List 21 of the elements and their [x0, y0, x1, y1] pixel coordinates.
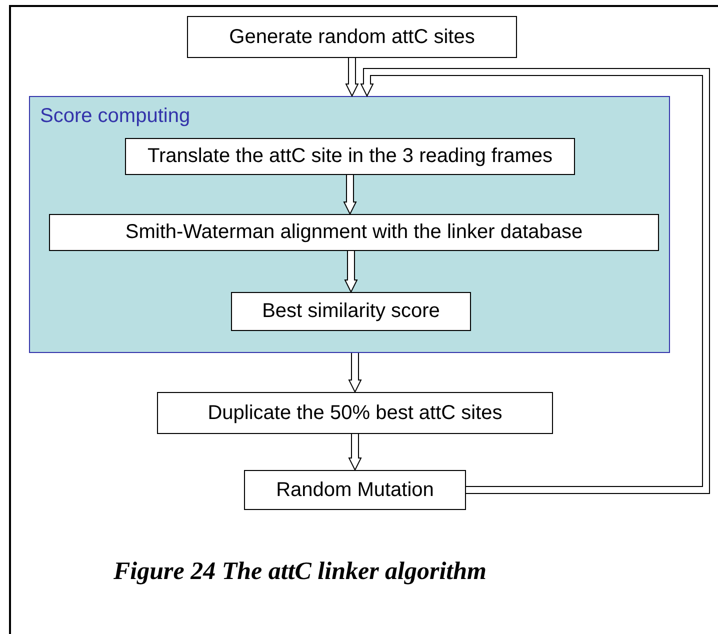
step-text: Duplicate the 50% best attC sites: [208, 402, 502, 424]
process-box: [125, 138, 575, 175]
step-text: Best similarity score: [262, 300, 440, 323]
step-text: Random Mutation: [276, 478, 434, 502]
process-box: [231, 292, 471, 331]
step-text: Translate the attC site in the 3 reading frames: [147, 145, 553, 168]
process-box: [157, 392, 553, 434]
process-box: [187, 16, 517, 58]
hollow-arrow: [344, 175, 356, 214]
hollow-arrow: [348, 434, 362, 470]
group-title: Score computing: [40, 105, 190, 128]
process-box: [49, 214, 659, 251]
hollow-arrow: [344, 251, 358, 292]
hollow-arrow: [360, 68, 710, 494]
figure-caption: Figure 24 The attC linker algorithm: [112, 558, 488, 586]
hollow-arrow: [346, 58, 358, 96]
group-panel: [29, 96, 670, 353]
step-text: Generate random attC sites: [229, 26, 475, 48]
process-box: [244, 470, 466, 510]
step-text: Smith-Waterman alignment with the linker database: [125, 221, 583, 244]
hollow-arrow: [348, 353, 362, 392]
